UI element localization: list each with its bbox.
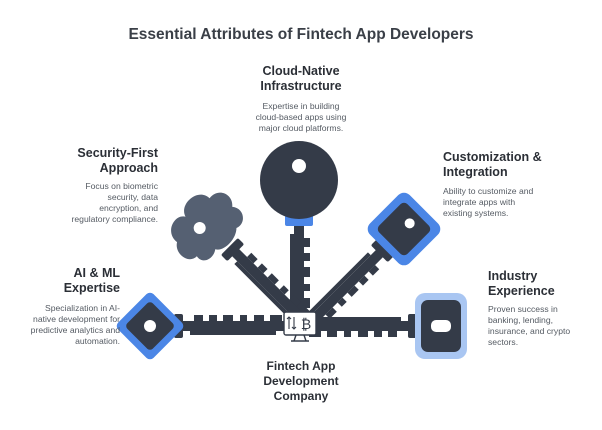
diamond-key-icon [298, 192, 441, 336]
cloud-native-description: Expertise in building cloud-based apps u… [255, 101, 347, 133]
industry-description: Proven success in banking, lending, insu… [488, 304, 571, 347]
ai-ml-description: Specialization in AI- native development… [30, 303, 120, 346]
ai-ml-heading: AI & ML Expertise [63, 266, 120, 295]
square-key-icon [116, 292, 288, 360]
monitor-bitcoin-icon: ₿ [283, 311, 317, 342]
cloud-native-heading: Cloud-Native Infrastructure [260, 64, 342, 93]
customization-description: Ability to customize and integrate apps … [443, 186, 534, 218]
cloud-key-icon [171, 192, 318, 334]
rectangle-key-icon [303, 293, 467, 359]
industry-heading: Industry Experience [488, 269, 555, 298]
customization-heading: Customization & Integration [443, 150, 542, 179]
security-first-description: Focus on biometric security, data encryp… [71, 181, 158, 224]
center-label: Fintech App Development Company [263, 359, 339, 403]
round-key-icon [260, 141, 338, 332]
security-first-heading: Security-First Approach [77, 146, 158, 175]
diagram-title: Essential Attributes of Fintech App Deve… [128, 26, 474, 43]
svg-text:₿: ₿ [301, 316, 311, 332]
